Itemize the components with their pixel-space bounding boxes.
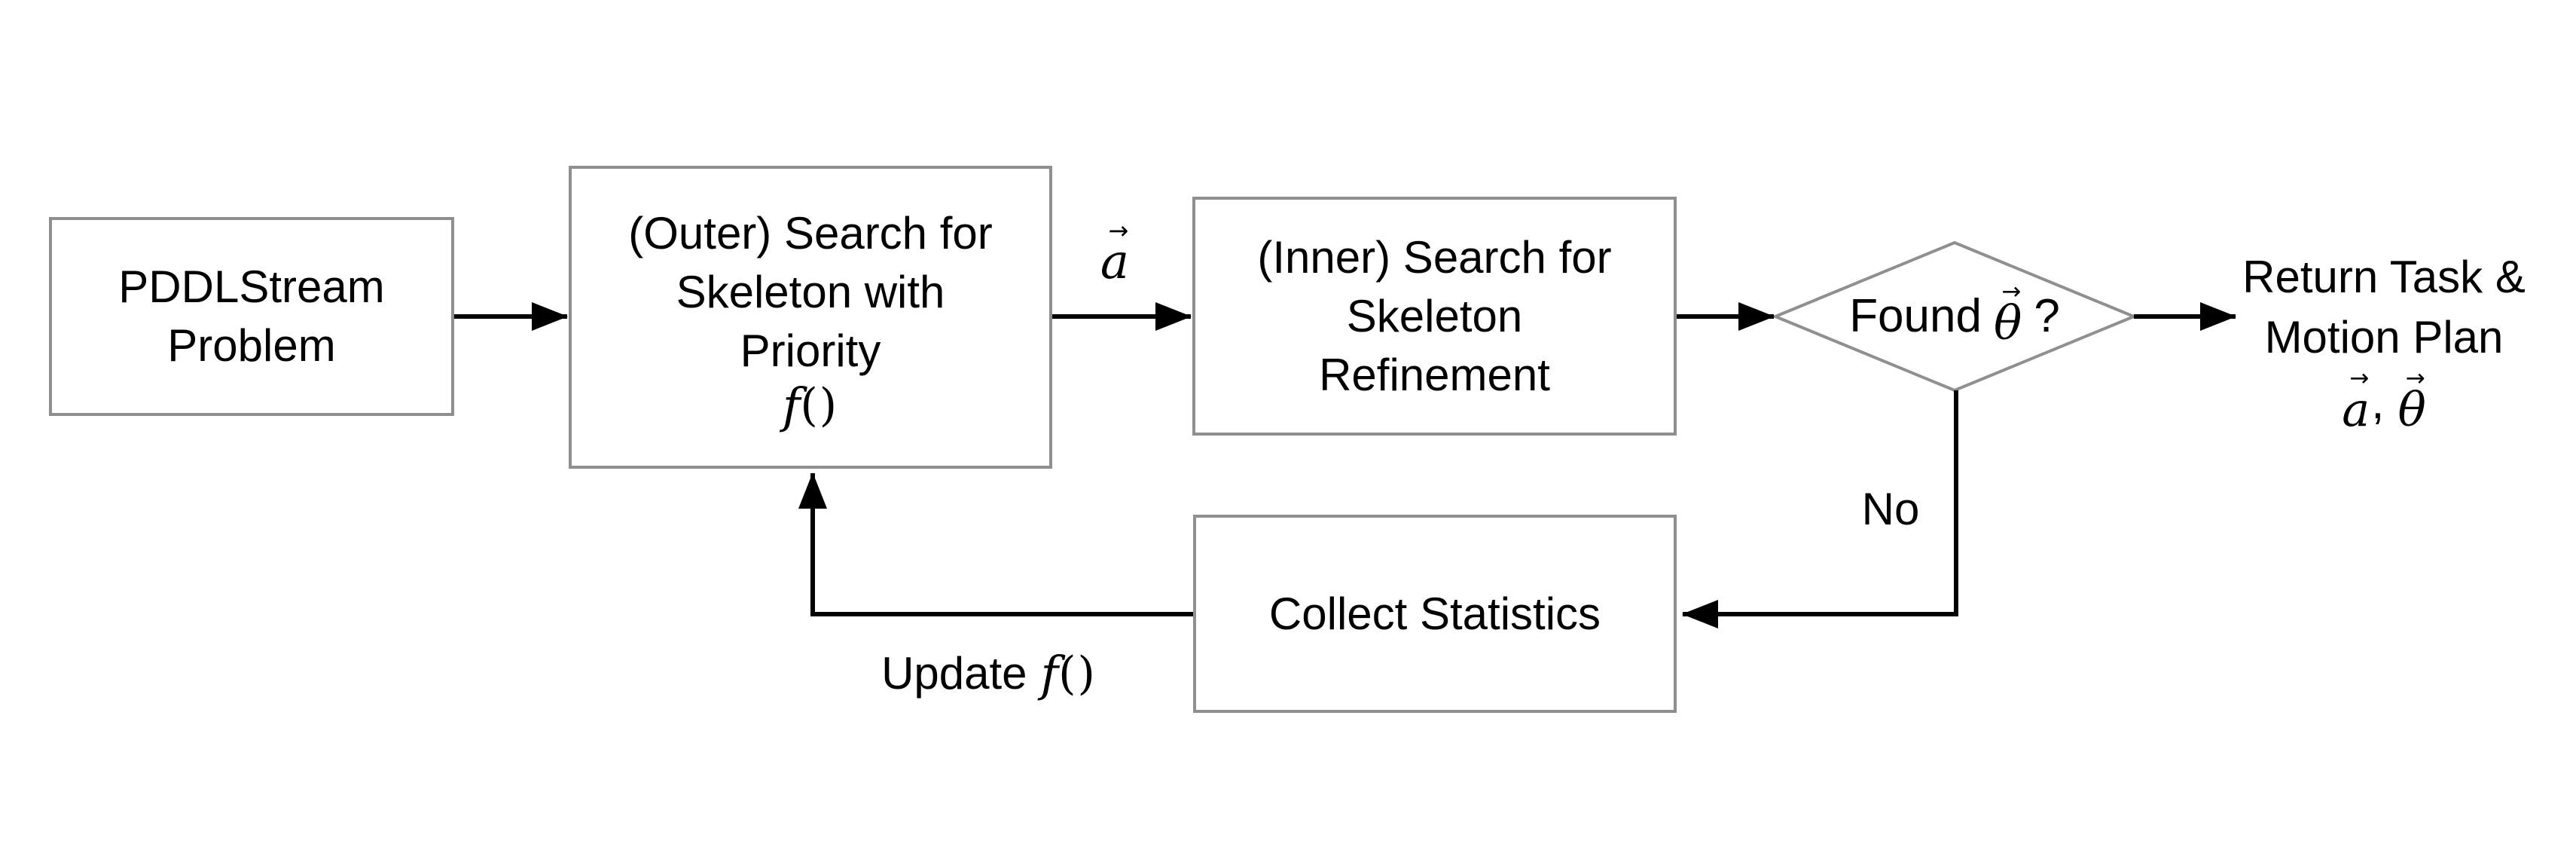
node-outer-search: (Outer) Search for Skeleton with Priorit…: [569, 166, 1052, 469]
node-label-line: Collect Statistics: [1268, 588, 1601, 639]
math-parens: (): [1058, 647, 1097, 700]
edge-label-update-f: Update f(): [823, 642, 1155, 705]
decision-suffix: ?: [2034, 290, 2060, 342]
node-label-line: Priority: [740, 326, 881, 376]
a-letter: a: [2342, 381, 2370, 437]
node-label-line: Skeleton: [1346, 290, 1523, 341]
edge-label-no: No: [1830, 481, 1951, 538]
node-label-line: (Outer) Search for: [628, 208, 993, 258]
a-vector: → a: [1100, 216, 1130, 291]
decision-found-theta: Found → θ ?: [1789, 243, 2120, 390]
node-label-line: Problem: [167, 320, 336, 371]
vector-arrow-accent: →: [2001, 277, 2022, 305]
math-f: f: [1040, 646, 1059, 702]
theta-vector: → θ: [1994, 277, 2022, 350]
theta-letter: θ: [2397, 381, 2426, 437]
update-f-math: f(): [1041, 644, 1097, 703]
comma-separator: ,: [2371, 376, 2385, 429]
return-math: → a , → θ: [2342, 364, 2426, 437]
vector-arrow-accent: →: [1108, 216, 1129, 245]
return-line: Return Task &: [2242, 251, 2526, 302]
arrow-collect-to-outer: [798, 472, 1193, 616]
node-label-line: (Inner) Search for: [1257, 231, 1612, 283]
theta-letter: θ: [1994, 295, 2022, 350]
node-label-line: Skeleton with: [676, 267, 945, 317]
return-line: Motion Plan: [2264, 311, 2504, 362]
node-inner-search: (Inner) Search for Skeleton Refinement: [1192, 197, 1677, 436]
node-label-line: Refinement: [1319, 349, 1550, 400]
node-label-line: PDDLStream: [118, 261, 385, 312]
math-parens: (): [800, 379, 839, 432]
vector-arrow-accent: →: [2405, 364, 2425, 392]
edge-label-action-skeleton: → a: [1070, 216, 1160, 292]
node-collect-statistics: Collect Statistics: [1193, 515, 1677, 713]
node-pddlstream-problem: PDDLStream Problem: [49, 217, 454, 416]
no-text: No: [1861, 484, 1920, 534]
math-f: f: [782, 378, 801, 433]
update-text: Update: [881, 648, 1027, 699]
theta-vector: → θ: [2397, 364, 2426, 437]
vector-arrow-accent: →: [2349, 364, 2370, 392]
decision-prefix: Found: [1849, 290, 1982, 342]
a-vector: → a: [2342, 364, 2370, 437]
return-plan-label: Return Task & Motion Plan → a , → θ: [2218, 243, 2550, 439]
a-letter: a: [1100, 234, 1130, 291]
priority-function-math: f(): [783, 381, 838, 430]
